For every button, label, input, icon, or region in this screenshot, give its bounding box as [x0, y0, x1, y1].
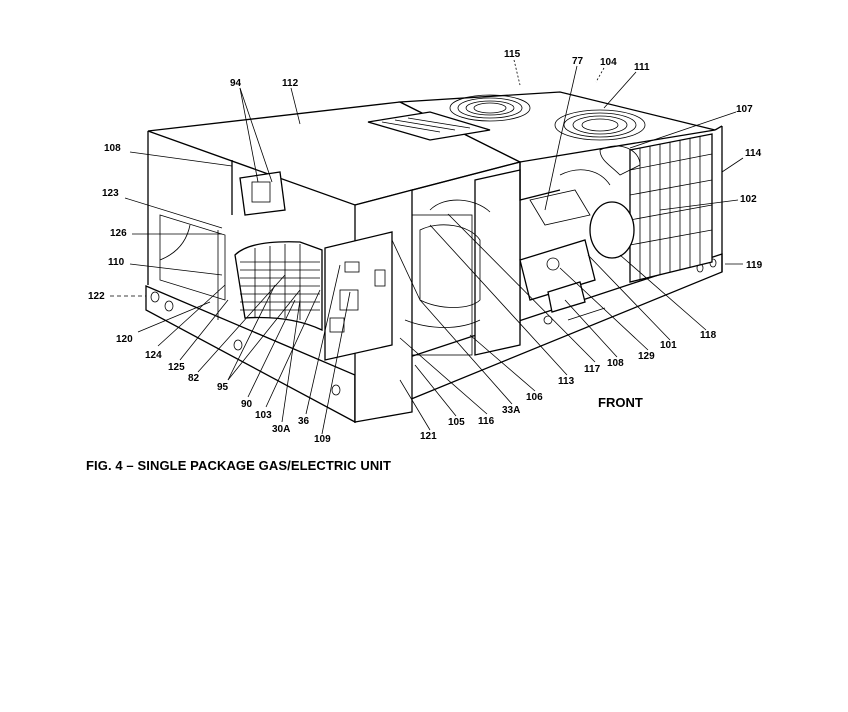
- callout-102: 102: [740, 194, 757, 205]
- callout-114: 114: [745, 148, 762, 159]
- callout-95: 95: [217, 382, 229, 393]
- callout-30A: 30A: [272, 424, 290, 435]
- callout-107: 107: [736, 104, 753, 115]
- compressor: [529, 145, 641, 259]
- callout-116: 116: [478, 416, 495, 427]
- callout-33A: 33A: [502, 405, 520, 416]
- control-box: [324, 231, 421, 361]
- callout-112: 112: [282, 78, 299, 89]
- heat-exchanger: [404, 199, 491, 356]
- callout-129: 129: [638, 351, 655, 362]
- callout-121: 121: [420, 431, 437, 442]
- callout-103: 103: [255, 410, 272, 421]
- access-panel: [474, 169, 521, 356]
- callout-106: 106: [526, 392, 543, 403]
- condenser-coil: [629, 133, 713, 283]
- callout-90: 90: [241, 399, 253, 410]
- callout-109: 109: [314, 434, 331, 445]
- callout-117: 117: [584, 364, 601, 375]
- callout-36: 36: [298, 416, 310, 427]
- figure-caption: FIG. 4 – SINGLE PACKAGE GAS/ELECTRIC UNI…: [86, 458, 392, 473]
- front-label: FRONT: [598, 395, 643, 410]
- callout-120: 120: [116, 334, 133, 345]
- filter-panel-curve: [159, 224, 191, 261]
- upper-bracket: [519, 162, 561, 201]
- callout-113: 113: [558, 376, 575, 387]
- callout-126: 126: [110, 228, 127, 239]
- callout-122: 122: [88, 291, 105, 302]
- vent-hood: [367, 111, 491, 141]
- leader-lines: [110, 59, 744, 435]
- callout-118: 118: [700, 330, 717, 341]
- callout-111: 111: [634, 62, 650, 73]
- callout-82: 82: [188, 373, 200, 384]
- callout-125: 125: [168, 362, 185, 373]
- callout-94: 94: [230, 78, 242, 89]
- blower-motor-box: [239, 171, 286, 216]
- callout-124: 124: [145, 350, 162, 361]
- blower-motor: [251, 181, 271, 203]
- callout-labels: 94 112 115 77 104 111 108 114 107 123 10…: [88, 49, 763, 445]
- callout-101: 101: [660, 340, 677, 351]
- gas-valve-assembly: [519, 239, 606, 321]
- callout-123: 123: [102, 188, 119, 199]
- callout-108-top: 108: [104, 143, 121, 154]
- right-top-corner: [714, 125, 723, 131]
- callout-105: 105: [448, 417, 465, 428]
- callout-110: 110: [108, 257, 125, 268]
- callout-119: 119: [746, 260, 763, 271]
- callout-77: 77: [572, 56, 584, 67]
- callout-104: 104: [600, 57, 617, 68]
- callout-115: 115: [504, 49, 521, 60]
- callout-108-bottom: 108: [607, 358, 624, 369]
- filter-rack: [159, 214, 226, 301]
- condenser-fan-grille-left: [449, 94, 531, 122]
- condenser-fan-grille-right: [554, 109, 646, 141]
